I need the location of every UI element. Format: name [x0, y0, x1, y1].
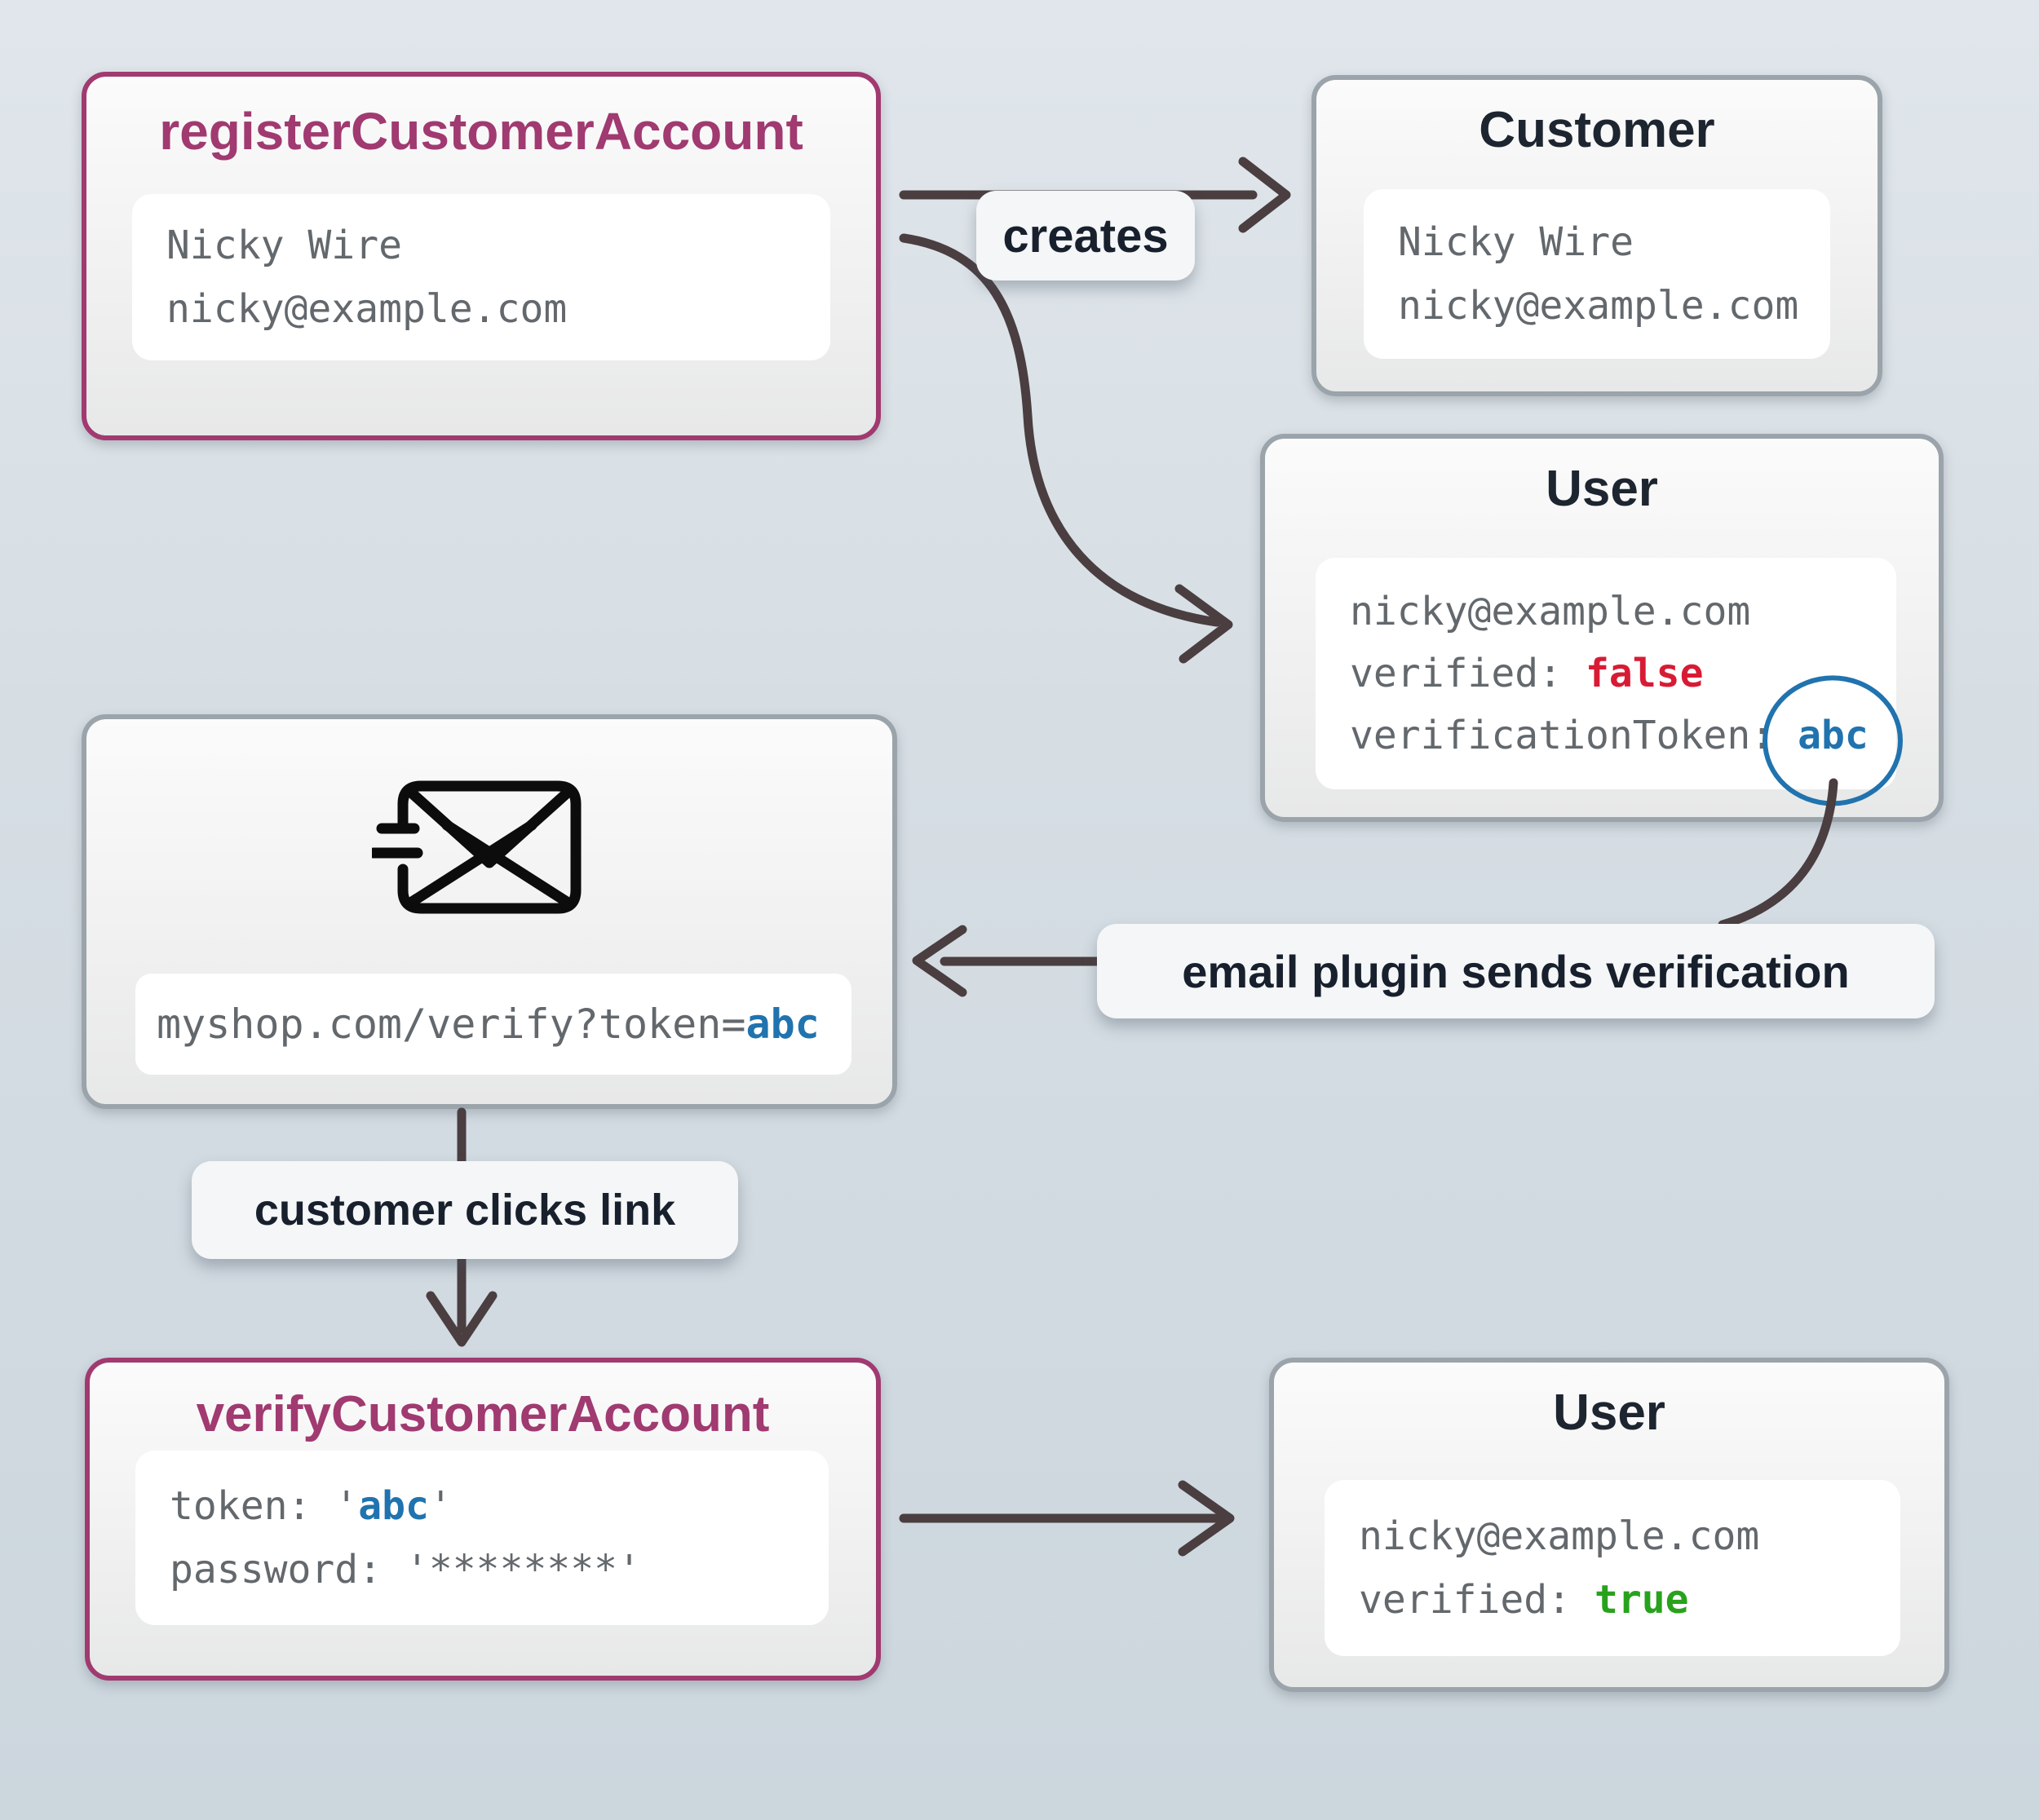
register-box-payload: Nicky Wire nicky@example.com [132, 194, 830, 360]
creates-label: creates [976, 191, 1195, 281]
token-arg-key: token: [170, 1483, 335, 1529]
token-key: verificationToken: [1350, 713, 1798, 758]
user-verified-line: verified: true [1359, 1568, 1900, 1632]
url-prefix: myshop.com/verify?token= [157, 1001, 746, 1048]
token-value: abc [1798, 713, 1869, 758]
customer-box-title: Customer [1479, 102, 1715, 158]
user-verified-line: verified: false [1350, 643, 1896, 705]
token-close-quote: ' [428, 1483, 453, 1529]
arrow-register-to-user [899, 233, 1222, 627]
customer-email-text: nicky@example.com [166, 286, 568, 332]
user-verified-box: User nicky@example.com verified: true [1269, 1358, 1949, 1692]
customer-box-payload: Nicky Wire nicky@example.com [1364, 189, 1830, 359]
verified-value-false: false [1585, 651, 1704, 696]
verified-value-true: true [1594, 1577, 1689, 1623]
verified-key: verified: [1350, 651, 1586, 696]
password-arg-key: password: [170, 1547, 405, 1592]
token-arg-line: token: 'abc' [170, 1474, 829, 1538]
user-unverified-box: User nicky@example.com verified: false v… [1260, 434, 1944, 822]
arrowhead-to-customer [1238, 157, 1291, 233]
user-box-title: User [1553, 1385, 1665, 1441]
verify-box-title: verifyCustomerAccount [196, 1386, 770, 1442]
verification-url-text: myshop.com/verify?token=abc [157, 992, 851, 1056]
customer-name-text: Nicky Wire [1398, 219, 1634, 265]
verification-token-line: verificationToken: abc [1350, 675, 1904, 806]
arrowhead-to-email-box [912, 925, 967, 997]
user-unverified-payload: nicky@example.com verified: false verifi… [1316, 558, 1904, 806]
verified-key: verified: [1359, 1577, 1594, 1623]
url-token: abc [745, 1001, 820, 1048]
verification-email-box: myshop.com/verify?token=abc [82, 714, 897, 1109]
arrowhead-to-user-verified [1178, 1480, 1235, 1557]
customer-entity-box: Customer Nicky Wire nicky@example.com [1311, 75, 1882, 396]
user-box-title: User [1546, 461, 1658, 517]
token-arg-value: abc [358, 1483, 429, 1529]
verify-box-payload: token: 'abc' password: '********' [135, 1451, 829, 1625]
password-arg-line: password: '********' [170, 1538, 829, 1601]
register-customer-account-box: registerCustomerAccount Nicky Wire nicky… [82, 72, 881, 440]
token-open-quote: ' [334, 1483, 359, 1529]
register-box-title: registerCustomerAccount [159, 102, 803, 161]
customer-clicks-label: customer clicks link [192, 1161, 738, 1259]
verification-link[interactable]: myshop.com/verify?token=abc [135, 974, 851, 1075]
user-email-text: nicky@example.com [1350, 589, 1751, 634]
arrowhead-to-verify [426, 1291, 498, 1347]
customer-email-text: nicky@example.com [1398, 283, 1799, 329]
arrowhead-to-user [1174, 584, 1233, 664]
user-email-text: nicky@example.com [1359, 1513, 1760, 1559]
token-highlight: abc [1763, 675, 1904, 806]
email-plugin-label: email plugin sends verification [1097, 924, 1935, 1018]
customer-name-text: Nicky Wire [166, 223, 402, 268]
user-verified-payload: nicky@example.com verified: true [1325, 1480, 1900, 1656]
mail-send-icon [372, 780, 582, 914]
password-arg-value: '********' [405, 1547, 641, 1592]
verify-customer-account-box: verifyCustomerAccount token: 'abc' passw… [85, 1358, 881, 1681]
